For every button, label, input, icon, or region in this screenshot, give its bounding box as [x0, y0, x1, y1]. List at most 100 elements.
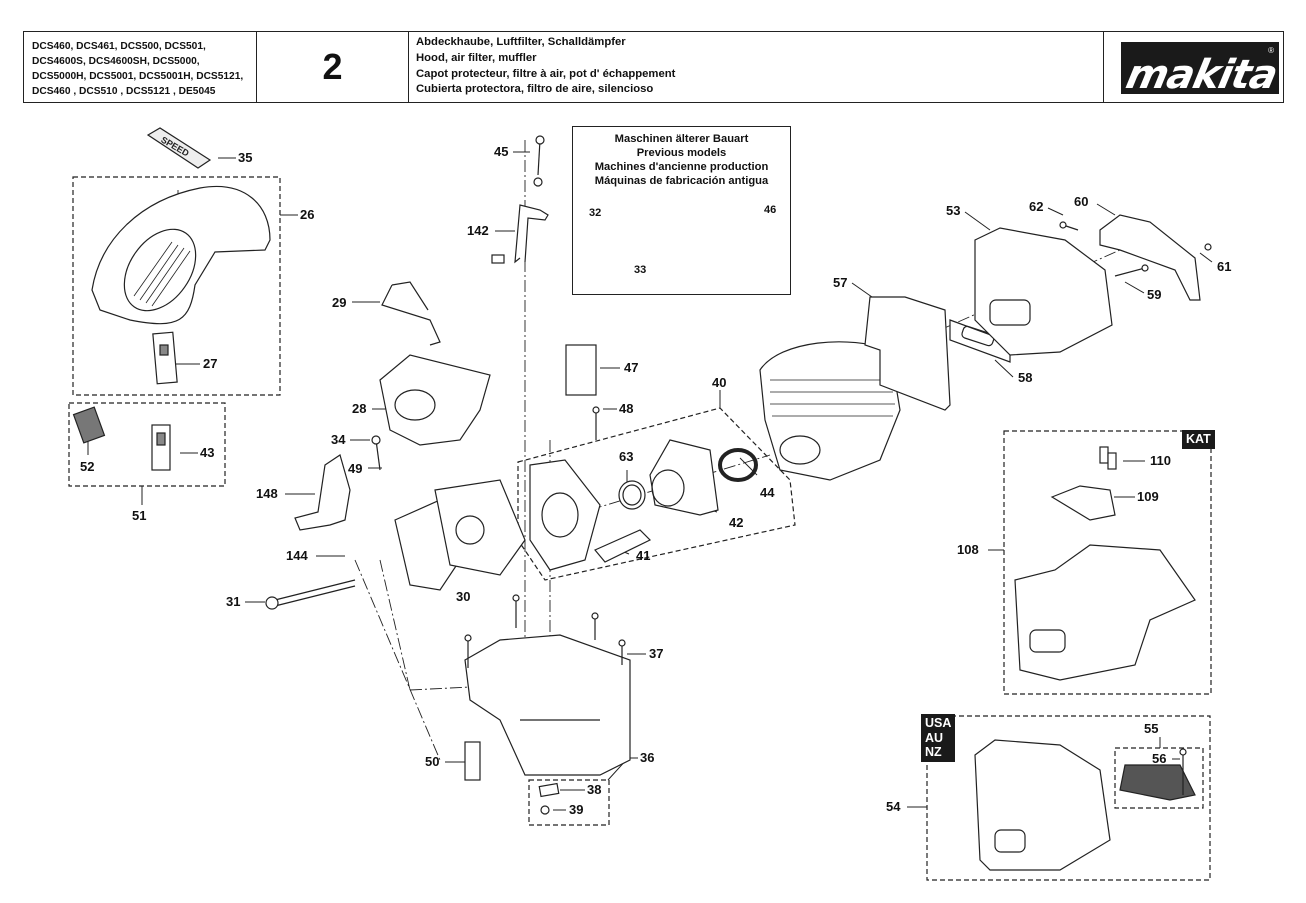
- part-label-53: 53: [946, 203, 961, 218]
- previous-models-title: Maschinen älterer Bauart Previous models…: [573, 132, 790, 188]
- part-52-filter: [72, 406, 106, 444]
- part-label-39: 39: [569, 802, 584, 817]
- previous-models-box: Maschinen älterer Bauart Previous models…: [572, 126, 791, 295]
- part-35-decal: SPEED: [146, 127, 212, 169]
- part-26-top-cover: [91, 186, 271, 325]
- group-box-usa: [926, 715, 1211, 881]
- part-label-109: 109: [1137, 489, 1159, 504]
- part-label-36: 36: [640, 750, 655, 765]
- part-label-48: 48: [619, 401, 634, 416]
- part-36-crankcase-cover: [464, 634, 631, 776]
- region-nz: NZ: [925, 745, 942, 759]
- part-label-55: 55: [1144, 721, 1159, 736]
- part-56-screw: [1179, 748, 1187, 795]
- group-box-51: [68, 402, 226, 487]
- region-au: AU: [925, 730, 944, 745]
- prev-title-en: Previous models: [636, 147, 727, 159]
- part-148-throttle-lever: [294, 454, 351, 531]
- part-label-31: 31: [226, 594, 241, 609]
- prev-title-fr: Machines d'ancienne production: [594, 161, 769, 173]
- part-label-57: 57: [833, 275, 848, 290]
- part-label-63: 63: [619, 449, 634, 464]
- part-label-27: 27: [203, 356, 218, 371]
- makita-logo: makita ®: [1121, 42, 1281, 98]
- group-box-55: [1114, 747, 1204, 809]
- part-44-o-ring: [718, 448, 758, 482]
- part-carburetor: [434, 479, 526, 576]
- part-48-screw: [592, 406, 600, 440]
- part-108-muffler-kat: [1014, 544, 1196, 681]
- section-titles: Abdeckhaube, Luftfilter, Schalldämpfer H…: [409, 32, 1104, 102]
- part-55-screen: [1119, 764, 1196, 801]
- part-label-108: 108: [957, 542, 979, 557]
- region-usa: USA: [925, 716, 952, 730]
- part-61-screw: [1204, 243, 1212, 251]
- part-label-51: 51: [132, 508, 147, 523]
- part-label-148: 148: [256, 486, 278, 501]
- part-label-42: 42: [729, 515, 744, 530]
- part-label-110: 110: [1150, 453, 1171, 468]
- part-label-50: 50: [425, 754, 440, 769]
- part-label-32: 32: [589, 207, 602, 219]
- part-59-bolt: [1114, 264, 1149, 277]
- part-45-screw: [533, 135, 545, 187]
- part-label-47: 47: [624, 360, 639, 375]
- part-label-142: 142: [467, 223, 489, 238]
- part-29-clip: [381, 281, 441, 346]
- part-label-144: 144: [286, 548, 308, 563]
- part-58-gasket: [949, 319, 1011, 363]
- part-41-hose: [594, 529, 652, 563]
- part-label-34: 34: [331, 432, 346, 447]
- registered-mark: ®: [1268, 46, 1274, 55]
- part-47-bracket: [565, 344, 597, 396]
- part-label-28: 28: [352, 401, 367, 416]
- part-54-muffler-usa: [974, 739, 1111, 871]
- part-34-screw: [371, 435, 381, 471]
- part-label-44: 44: [760, 485, 775, 500]
- part-label-49: 49: [348, 461, 363, 476]
- usa-au-nz-tag: USA AU NZ: [921, 714, 956, 762]
- part-label-30: 30: [456, 589, 471, 604]
- part-label-60: 60: [1074, 194, 1089, 209]
- part-label-40: 40: [712, 375, 727, 390]
- title-block: DCS460, DCS461, DCS500, DCS501, DCS4600S…: [23, 31, 1284, 103]
- part-38-pad: [538, 782, 560, 798]
- part-42-intake-manifold: [649, 439, 719, 516]
- part-53-muffler: [974, 227, 1113, 356]
- part-label-29: 29: [332, 295, 347, 310]
- part-label-33: 33: [634, 264, 647, 276]
- title-fr: Capot protecteur, filtre à air, pot d' é…: [416, 67, 676, 80]
- part-28-air-filter-housing: [379, 354, 491, 446]
- part-label-45: 45: [494, 144, 509, 159]
- part-label-46: 46: [764, 204, 777, 216]
- part-label-58: 58: [1018, 370, 1033, 385]
- model-line: DCS4600S, DCS4600SH, DCS5000,: [32, 56, 200, 67]
- prev-title-de: Maschinen älterer Bauart: [614, 133, 749, 145]
- group-box-kat: [1003, 430, 1212, 695]
- model-list: DCS460, DCS461, DCS500, DCS501, DCS4600S…: [24, 32, 257, 102]
- part-label-62: 62: [1029, 199, 1044, 214]
- part-27-plate: [152, 331, 178, 385]
- part-label-43: 43: [200, 445, 215, 460]
- part-label-56: 56: [1152, 751, 1167, 766]
- part-label-59: 59: [1147, 287, 1162, 302]
- part-label-52: 52: [80, 459, 95, 474]
- part-142-bracket: [491, 204, 549, 264]
- model-line: DCS460 , DCS510 , DCS5121 , DE5045: [32, 86, 216, 97]
- screws-37: [464, 594, 626, 668]
- part-intake-flange: [529, 459, 601, 571]
- group-box-26: [72, 176, 281, 396]
- kat-tag: KAT: [1182, 430, 1215, 449]
- part-60-plate: [1099, 214, 1201, 301]
- logo-cell: makita ®: [1104, 32, 1283, 102]
- prev-title-es: Máquinas de fabricación antigua: [594, 175, 769, 187]
- part-label-38: 38: [587, 782, 602, 797]
- part-label-41: 41: [636, 548, 651, 563]
- part-110-screws: [1099, 446, 1117, 470]
- model-line: DCS460, DCS461, DCS500, DCS501,: [32, 41, 206, 52]
- part-43-plate: [151, 424, 171, 471]
- part-50-switch-label: [464, 741, 481, 781]
- model-line: DCS5000H, DCS5001, DCS5001H, DCS5121,: [32, 71, 244, 82]
- part-label-26: 26: [300, 207, 315, 222]
